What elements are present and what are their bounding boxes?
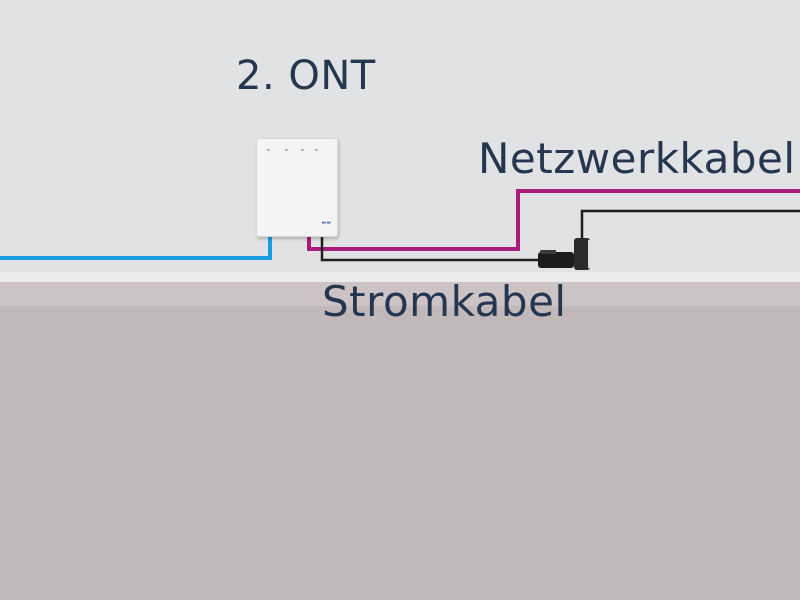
power-adapter	[538, 238, 591, 270]
ont-logo: ▬▬	[321, 220, 331, 226]
power-cable-label: Stromkabel	[322, 277, 567, 326]
led-indicator: ▪	[315, 147, 318, 152]
network-cable-label: Netzwerkkabel	[478, 134, 796, 183]
power-cable-upper	[580, 209, 800, 242]
led-indicator: ▪	[285, 147, 288, 152]
page-title: 2. ONT	[236, 53, 376, 99]
floor-lip	[0, 272, 800, 282]
power-cable	[320, 234, 538, 262]
fiber-cable	[0, 234, 272, 260]
ont-device: ▪ ▪ ▪ ▪ ▬▬	[256, 138, 338, 237]
led-indicator: ▪	[301, 147, 304, 152]
floor-edge	[0, 282, 800, 306]
floor	[0, 306, 800, 600]
network-cable	[307, 189, 800, 251]
led-indicator: ▪	[267, 147, 270, 152]
